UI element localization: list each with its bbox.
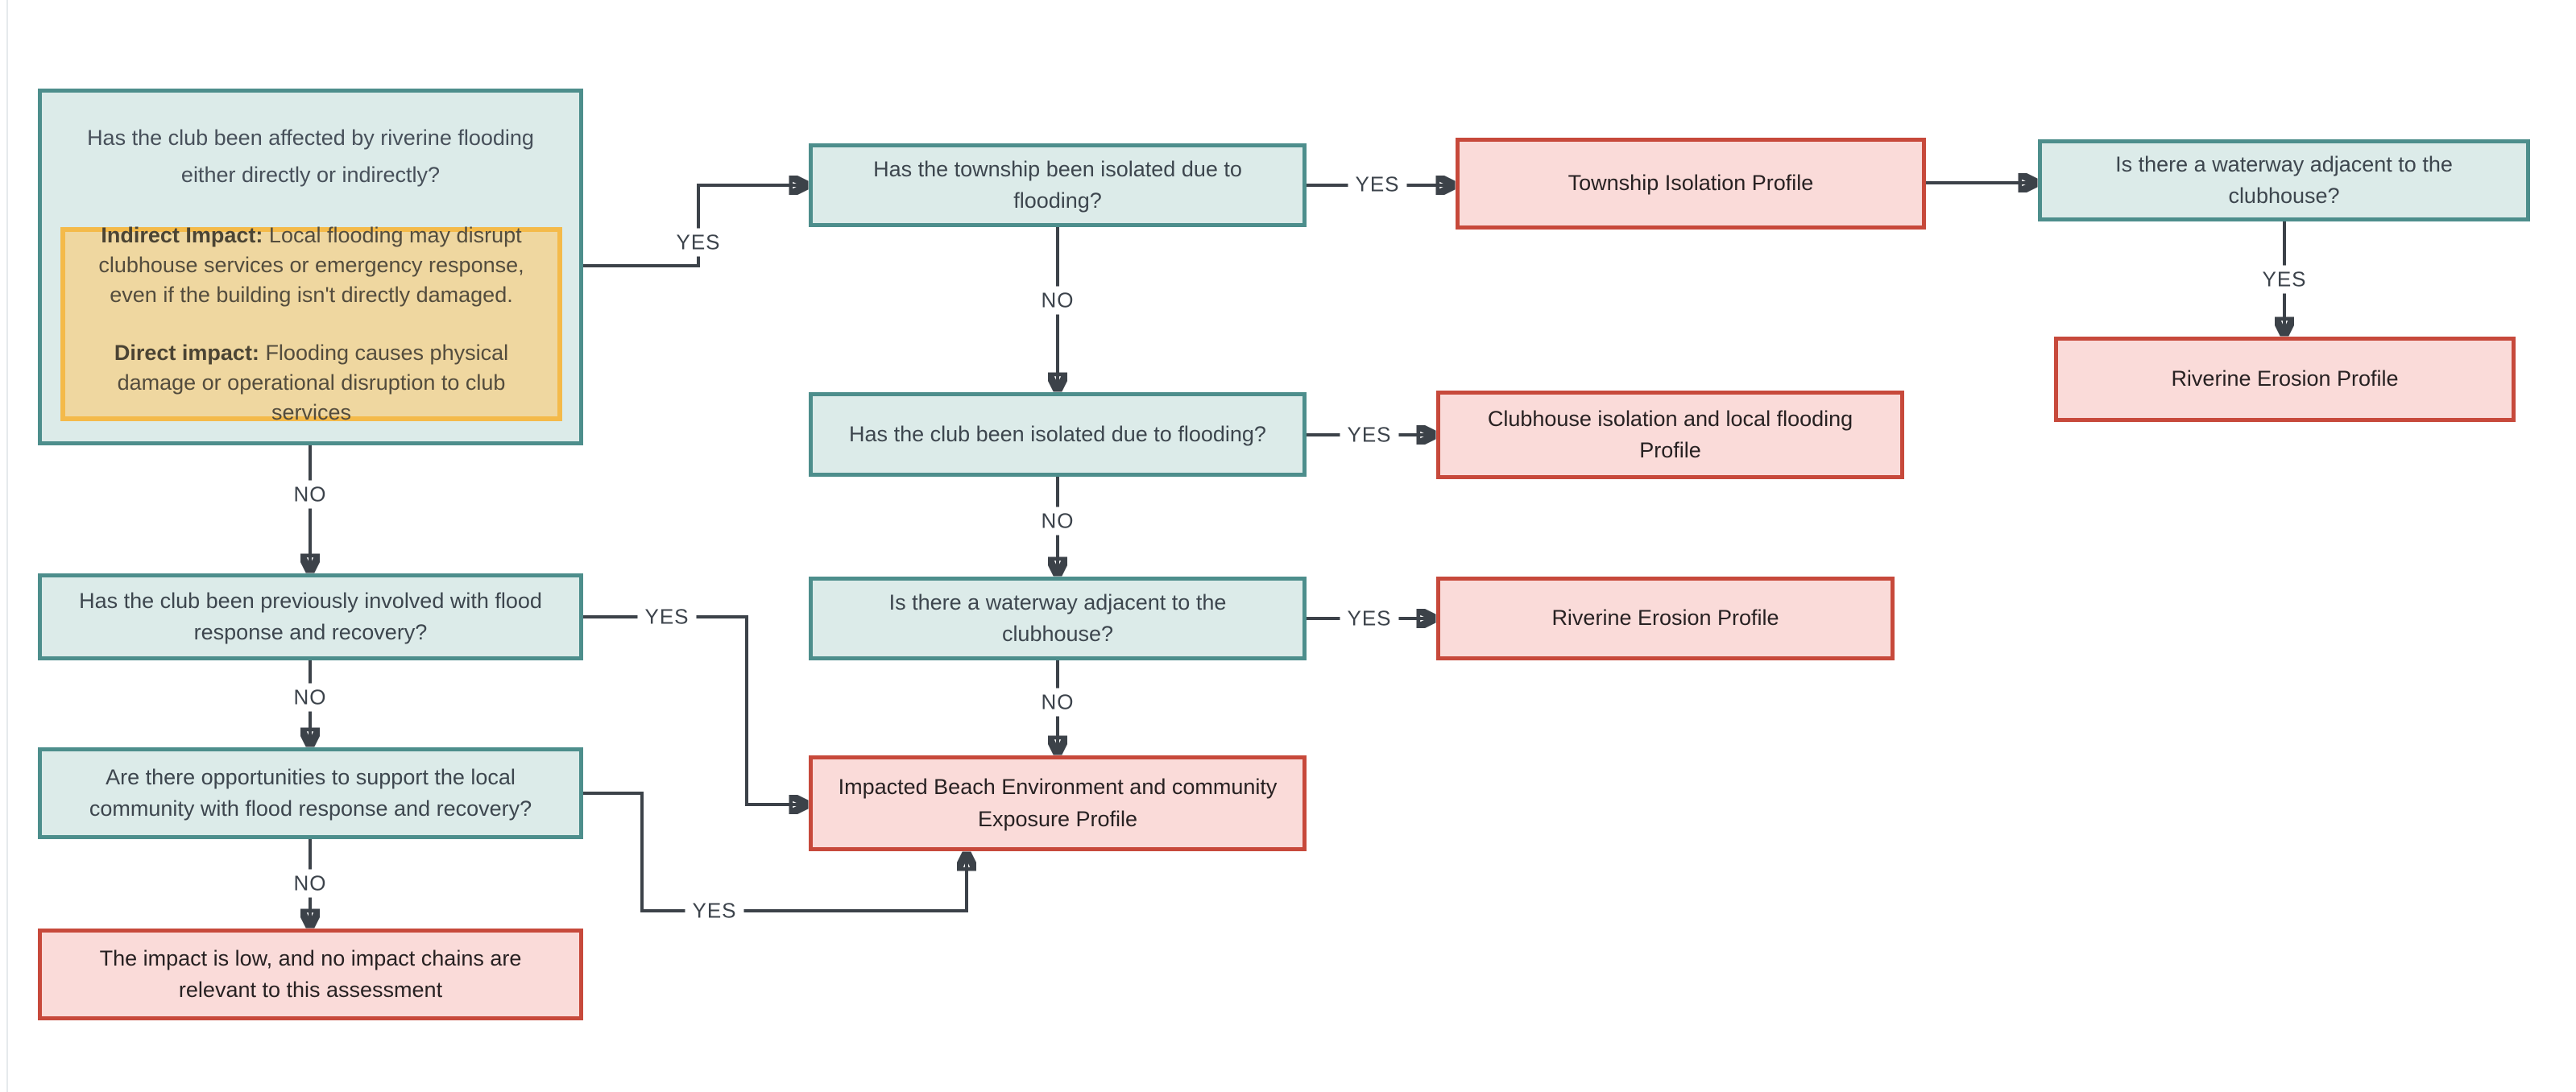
node-text: Is there a waterway adjacent to the club… (2115, 151, 2453, 208)
edge-previously-yes (583, 615, 806, 805)
edge-label-previously-no: NO (286, 683, 334, 712)
node-text: Has the club been affected by riverine f… (87, 126, 534, 187)
edge-label-township-no: NO (1033, 286, 1082, 315)
canvas-edge-line (6, 0, 8, 1092)
node-text: Clubhouse isolation and local flooding P… (1487, 406, 1853, 462)
node-waterway-mid-question: Is there a waterway adjacent to the club… (809, 577, 1307, 660)
node-opportunities-question: Are there opportunities to support the l… (38, 747, 583, 839)
edge-label-club-isolated-yes: YES (1340, 420, 1399, 449)
node-township-isolated-question: Has the township been isolated due to fl… (809, 143, 1307, 227)
node-township-isolation-profile: Township Isolation Profile (1456, 138, 1926, 230)
node-text: Township Isolation Profile (1568, 171, 1814, 196)
edge-label-opportunities-no: NO (286, 869, 334, 898)
edge-label-club-isolated-no: NO (1033, 507, 1082, 536)
node-riverine-erosion-profile-mid: Riverine Erosion Profile (1436, 577, 1895, 660)
node-text: The impact is low, and no impact chains … (99, 945, 522, 1002)
impact-definitions-callout: Indirect Impact: Local flooding may disr… (60, 223, 562, 424)
node-text: Riverine Erosion Profile (2171, 366, 2399, 391)
edge-opportunities-yes (583, 792, 967, 912)
edge-label-waterway-mid-no: NO (1033, 688, 1082, 717)
indirect-impact-label: Indirect Impact: (101, 222, 263, 247)
node-previously-involved-question: Has the club been previously involved wi… (38, 573, 583, 660)
edge-label-township-yes: YES (1348, 170, 1407, 199)
node-club-isolated-question: Has the club been isolated due to floodi… (809, 392, 1307, 477)
node-waterway-right-question: Is there a waterway adjacent to the club… (2038, 139, 2530, 221)
edge-label-previously-yes: YES (637, 602, 697, 631)
node-text: Riverine Erosion Profile (1551, 606, 1779, 631)
indirect-impact-definition: Indirect Impact: Local flooding may disr… (98, 222, 524, 308)
node-text: Has the township been isolated due to fl… (873, 156, 1242, 213)
node-text: Has the club been previously involved wi… (79, 588, 542, 644)
node-low-impact-outcome: The impact is low, and no impact chains … (38, 929, 583, 1020)
node-text: Is there a waterway adjacent to the club… (888, 589, 1227, 646)
node-clubhouse-isolation-profile: Clubhouse isolation and local flooding P… (1436, 391, 1904, 479)
node-text: Impacted Beach Environment and community… (838, 775, 1278, 831)
edge-label-affected-no: NO (286, 480, 334, 509)
node-affected-question: Has the club been affected by riverine f… (38, 89, 583, 445)
node-riverine-erosion-profile-right: Riverine Erosion Profile (2054, 337, 2516, 422)
direct-impact-label: Direct impact: (114, 340, 259, 365)
edge-label-opportunities-yes: YES (685, 896, 744, 925)
node-beach-exposure-profile: Impacted Beach Environment and community… (809, 755, 1307, 851)
node-text: Are there opportunities to support the l… (89, 764, 532, 821)
edge-affected-yes (583, 185, 806, 267)
edge-label-affected-yes: YES (669, 228, 728, 257)
direct-impact-definition: Direct impact: Flooding causes physical … (114, 340, 509, 425)
edge-label-waterway-right-yes: YES (2255, 265, 2314, 294)
node-text: Has the club been isolated due to floodi… (849, 421, 1266, 446)
edge-label-waterway-mid-yes: YES (1340, 604, 1399, 633)
